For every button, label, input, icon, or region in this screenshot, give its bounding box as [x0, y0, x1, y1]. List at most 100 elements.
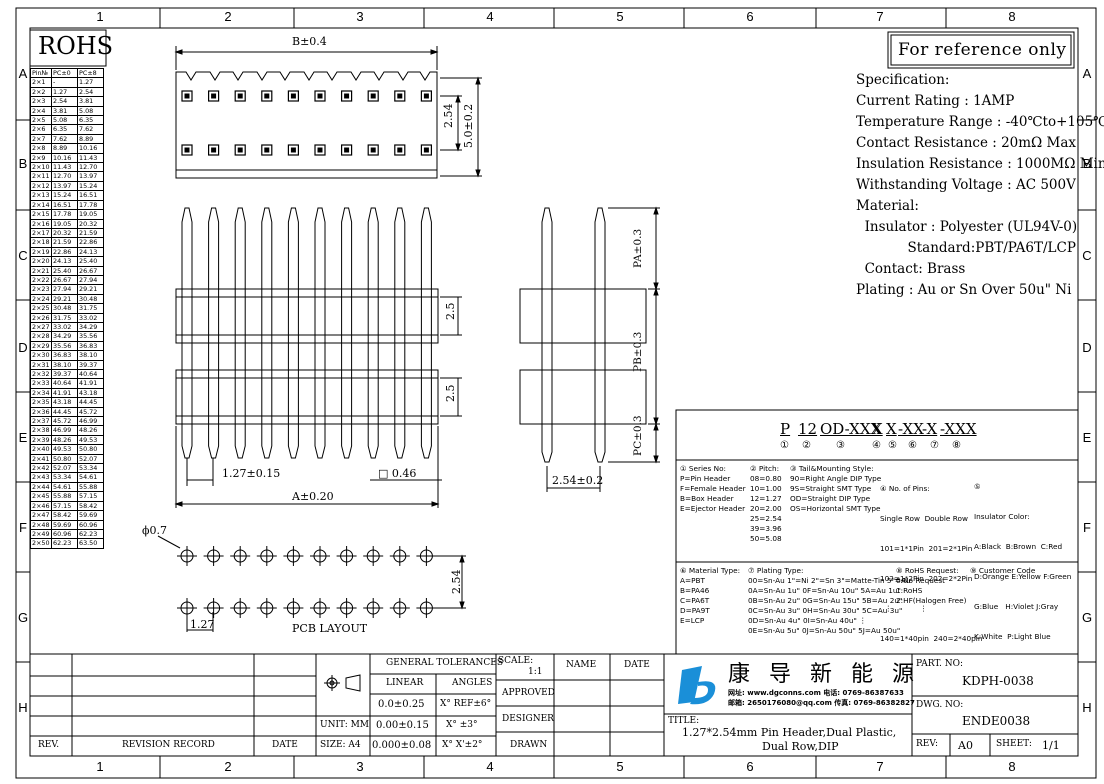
table-cell: 48.26	[77, 425, 104, 436]
pin-square	[181, 90, 193, 102]
tb-lin2: 0.00±0.15	[376, 720, 429, 731]
pin-square-core	[237, 93, 243, 99]
legend-line: ⋮ ⋮	[880, 604, 928, 613]
table-cell: 31.75	[51, 312, 78, 323]
code-index: ①	[780, 440, 789, 451]
table-cell: 20.32	[77, 218, 104, 229]
table-cell: 38.10	[51, 359, 78, 371]
legend-line: 90=Right Angle DIP Type	[790, 474, 882, 483]
table-cell: 40.64	[51, 378, 78, 389]
zone-row: H	[18, 700, 28, 715]
tb-ang1: X° REF±6°	[440, 699, 492, 709]
table-cell: 60.96	[51, 528, 78, 540]
table-cell: 60.96	[77, 519, 104, 530]
table-cell: 16.51	[77, 190, 104, 201]
front-pin	[261, 207, 273, 459]
tb-approved: APPROVED	[502, 688, 555, 698]
tb-scale-value: 1:1	[528, 667, 543, 677]
table-cell: 43.18	[77, 387, 104, 399]
zone-row: F	[1083, 520, 1091, 535]
table-cell: 2×48	[30, 519, 52, 530]
table-cell: 6.35	[51, 124, 78, 135]
table-cell: 2×49	[30, 528, 52, 540]
pin-square-core	[397, 147, 403, 153]
table-cell: 46.99	[77, 416, 104, 427]
legend-plating: ⑦ Plating Type: 00=Sn-Au 1"=Ni 2"=Sn 3"=…	[748, 566, 911, 636]
legend-line: F=Female Header	[680, 484, 746, 493]
table-cell: 58.42	[77, 500, 104, 512]
tb-lin1: 0.0±0.25	[378, 699, 425, 710]
zone-row: B	[18, 156, 28, 171]
pin-square	[314, 144, 326, 156]
zone-col: 4	[486, 9, 494, 24]
table-cell: 34.29	[77, 321, 104, 333]
table-cell: 25.40	[77, 256, 104, 267]
pin-square-core	[370, 147, 376, 153]
zone-col: 5	[616, 759, 624, 774]
zone-row: D	[1082, 340, 1092, 355]
pin-square-core	[317, 93, 323, 99]
pin-square-core	[184, 147, 190, 153]
table-cell: 2×33	[30, 378, 52, 389]
pin-square-core	[344, 147, 350, 153]
legend-line: C=PA6T	[680, 596, 710, 605]
table-cell: 30.48	[51, 303, 78, 314]
zone-col: 4	[486, 759, 494, 774]
table-cell: 2×42	[30, 463, 52, 474]
table-cell: 55.88	[77, 481, 104, 493]
pin-square	[367, 90, 379, 102]
tb-company-web: 网址: www.dgconns.com 电话: 0769-86387633	[728, 689, 904, 697]
table-cell: 50.80	[77, 444, 104, 455]
legend-line: ⑦ Plating Type:	[748, 566, 804, 575]
table-cell: 2×10	[30, 162, 52, 173]
pin-square-core	[211, 93, 217, 99]
zone-row: E	[1082, 430, 1092, 445]
dim-pb: PB±0.3	[632, 331, 644, 372]
front-pin	[367, 207, 379, 459]
reference-note: For reference only	[898, 40, 1067, 60]
legend-line: 20=2.00	[750, 504, 782, 513]
tb-partno-label: PART. NO:	[916, 659, 964, 669]
table-cell: 10.16	[51, 152, 78, 164]
table-cell: PC±8	[77, 67, 104, 79]
pin-square-core	[264, 147, 270, 153]
legend-line: 0E=Sn-Au 5u" 0J=Sn-Au 50u" 5J=Au 50u"	[748, 626, 901, 635]
table-cell: 2×20	[30, 256, 52, 267]
spec-line: Withstanding Voltage : AC 500V	[856, 177, 1076, 193]
legend-line: ② Pitch:	[750, 464, 780, 473]
tb-partno: KDPH-0038	[962, 674, 1034, 688]
zone-col: 6	[746, 759, 754, 774]
legend-line: ⑨ Customer Code	[970, 566, 1036, 575]
table-cell: 39.37	[51, 368, 78, 380]
table-cell: 2×7	[30, 133, 52, 145]
table-cell: 2×24	[30, 293, 52, 305]
table-cell: 2×32	[30, 368, 52, 380]
table-cell: 27.94	[77, 274, 104, 286]
legend-line: 0:No Request	[896, 576, 945, 585]
table-cell: 57.15	[51, 500, 78, 512]
table-cell: 52.07	[51, 463, 78, 474]
table-cell: 15.24	[77, 180, 104, 192]
zone-row: C	[18, 248, 28, 263]
legend-color: ⑤ Insulator Color: A:Black B:Brown C:Red…	[974, 462, 1071, 662]
pin-square-core	[370, 93, 376, 99]
tb-company-mail: 邮箱: 2650176080@qq.com 传真: 0769-86382827	[728, 699, 915, 707]
table-cell: 19.05	[51, 218, 78, 229]
pin-square-core	[211, 147, 217, 153]
legend-line: 140=1*40pin 240=2*40pin	[880, 634, 983, 643]
table-cell: 31.75	[77, 303, 104, 314]
table-cell: 29.21	[77, 284, 104, 295]
zone-row: G	[17, 610, 29, 625]
legend-line: OD=Straight DIP Type	[790, 494, 871, 503]
legend-line: ③ Tail&Mounting Style:	[790, 464, 874, 473]
